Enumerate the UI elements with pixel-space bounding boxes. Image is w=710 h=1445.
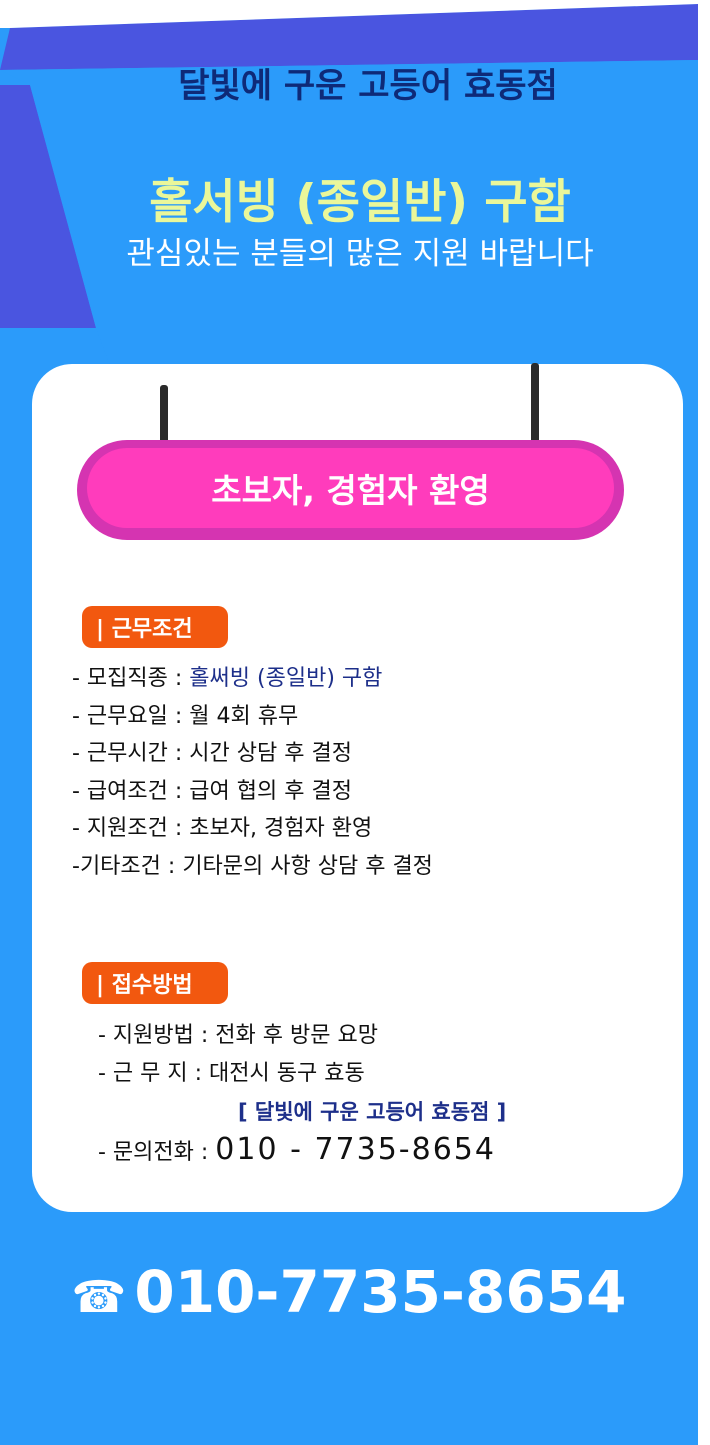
condition-value: 초보자, 경험자 환영 [189,816,373,841]
job-subline: 관심있는 분들의 많은 지원 바랍니다 [126,236,594,272]
condition-value: 기타문의 사항 상담 후 결정 [182,853,433,879]
apply-row-method: - 지원방법 : 전화 후 방문 요망 [98,1017,658,1055]
condition-row-pay: - 급여조건 : 급여 협의 후 결정 [72,773,672,811]
application-list: - 지원방법 : 전화 후 방문 요망 - 근 무 지 : 대전시 동구 효동 … [98,1017,658,1169]
banner-string-left [160,385,168,445]
work-conditions-list: - 모집직종 : 홀써빙 (종일반) 구함 - 근무요일 : 월 4회 휴무 -… [72,660,672,885]
telephone-icon: ☎ [71,1272,127,1323]
apply-phone-number[interactable]: 010 - 7735-8654 [215,1132,496,1167]
banner-string-right [531,363,539,445]
apply-value: 전화 후 방문 요망 [215,1023,378,1048]
store-name: 달빛에 구운 고등어 효동점 [178,66,558,106]
footer-phone[interactable]: ☎010-7735-8654 [0,1258,698,1326]
condition-value: 급여 협의 후 결정 [189,778,352,804]
condition-label: -기타조건 : [72,853,183,879]
apply-row-phone: - 문의전화 : 010 - 7735-8654 [98,1131,658,1169]
welcome-banner: 초보자, 경험자 환영 [77,440,624,540]
condition-row-hours: - 근무시간 : 시간 상담 후 결정 [72,735,672,773]
condition-value: 시간 상담 후 결정 [189,741,352,766]
apply-value: 대전시 동구 효동 [209,1061,365,1086]
condition-row-other: -기타조건 : 기타문의 사항 상담 후 결정 [72,848,672,886]
job-headline: 홀서빙 (종일반) 구함 [149,175,571,230]
condition-row-job: - 모집직종 : 홀써빙 (종일반) 구함 [72,660,672,698]
condition-row-requirement: - 지원조건 : 초보자, 경험자 환영 [72,810,672,848]
condition-value: 홀써빙 (종일반) 구함 [189,666,383,691]
condition-label: - 근무시간 : [72,741,190,766]
application-badge: | 접수방법 [82,962,228,1004]
condition-label: - 근무요일 : [72,703,190,729]
apply-label: - 근 무 지 : [98,1061,210,1086]
apply-row-location: - 근 무 지 : 대전시 동구 효동 [98,1055,658,1093]
condition-label: - 모집직종 : [72,666,190,691]
welcome-banner-text: 초보자, 경험자 환영 [87,448,614,528]
apply-label: - 문의전화 : [98,1140,216,1165]
condition-label: - 지원조건 : [72,816,190,841]
apply-row-store: [ 달빛에 구운 고등어 효동점 ] [238,1100,507,1124]
condition-label: - 급여조건 : [72,778,190,804]
work-conditions-badge: | 근무조건 [82,606,228,648]
header-decoration [0,0,698,400]
condition-row-days: - 근무요일 : 월 4회 휴무 [72,698,672,736]
condition-value: 월 4회 휴무 [189,703,299,729]
apply-label: - 지원방법 : [98,1023,216,1048]
footer-phone-number[interactable]: 010-7735-8654 [134,1258,627,1326]
right-edge-strip [698,0,710,1445]
